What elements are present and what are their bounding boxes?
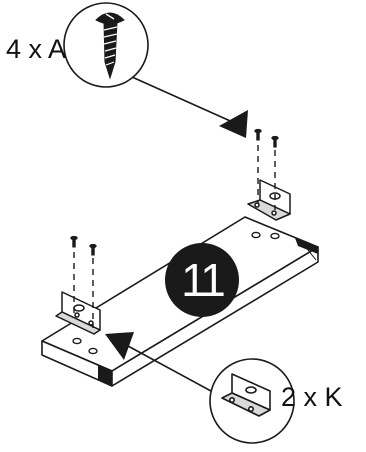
screw-icon (89, 243, 97, 256)
l-bracket-right (247, 179, 291, 221)
board-holes (72, 231, 280, 355)
screw-icon (254, 128, 262, 141)
screw-icon (95, 12, 125, 80)
part-k-quantity: 2 x K (281, 382, 343, 412)
callout-k (105, 332, 295, 444)
screw-icon (70, 235, 78, 248)
l-bracket-icon (221, 373, 271, 417)
step-number-badge: 11 (165, 243, 239, 317)
part-a-quantity: 4 x A (6, 34, 67, 64)
small-screws (70, 128, 279, 256)
screw-icon (271, 135, 279, 148)
screw-guides (73, 145, 276, 328)
callout-a (63, 2, 248, 138)
